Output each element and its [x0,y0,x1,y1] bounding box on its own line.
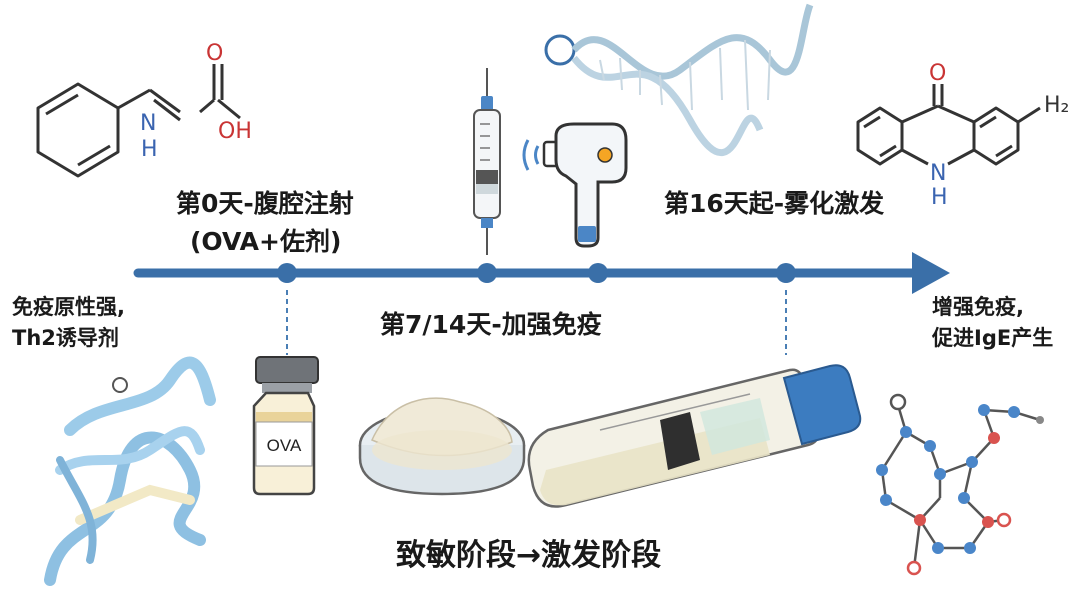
protein-ribbon-illustration [44,356,216,586]
label-day16-challenge: 第16天起-雾化激发 [664,189,885,218]
dna-helix-illustration [544,3,814,156]
timeline-node-day16 [776,263,796,283]
label-phase-transition: 致敏阶段→激发阶段 [396,538,662,573]
chem-n-label: N [140,111,156,136]
chem-nh-n-label: N [930,161,946,186]
timeline-node-day7 [477,263,497,283]
chem-o-label: O [206,41,223,66]
label-right-description: 增强免疫, 促进IgE产生 [932,292,1053,354]
nebulizer-illustration [522,122,628,248]
chem-oh-label: OH [218,119,252,144]
label-day0-injection: 第0天-腹腔注射 [176,189,354,218]
label-left-description: 免疫原性强, Th2诱导剂 [12,292,125,354]
petri-dish-illustration [358,397,526,496]
label-left-line2: Th2诱导剂 [12,326,119,350]
chem-h-label: H [141,137,158,162]
vial-label: OVA [267,436,302,455]
label-left-line1: 免疫原性强, [12,295,125,319]
acridone-structure [856,84,1041,166]
benzene-ring [36,82,120,178]
chem-nh-h-label: H [931,185,948,210]
carbamic-acid-structure [36,64,241,178]
syringe-illustration [473,68,501,255]
chem-o-top-label: O [929,61,946,86]
ova-vial-illustration [252,356,319,496]
chem-h2-label: H₂ [1044,93,1069,118]
label-right-line2: 促进IgE产生 [932,326,1054,350]
timeline-node-day0 [277,263,297,283]
timeline-arrow [133,252,950,355]
label-day0-subtext: (OVA+佐剂) [190,227,342,256]
molecule-illustration [876,393,1044,576]
label-right-line1: 增强免疫, [932,295,1024,319]
label-day7-14-boost: 第7/14天-加强免疫 [380,310,602,339]
timeline-node-day14 [588,263,608,283]
test-tube-illustration [527,364,862,508]
